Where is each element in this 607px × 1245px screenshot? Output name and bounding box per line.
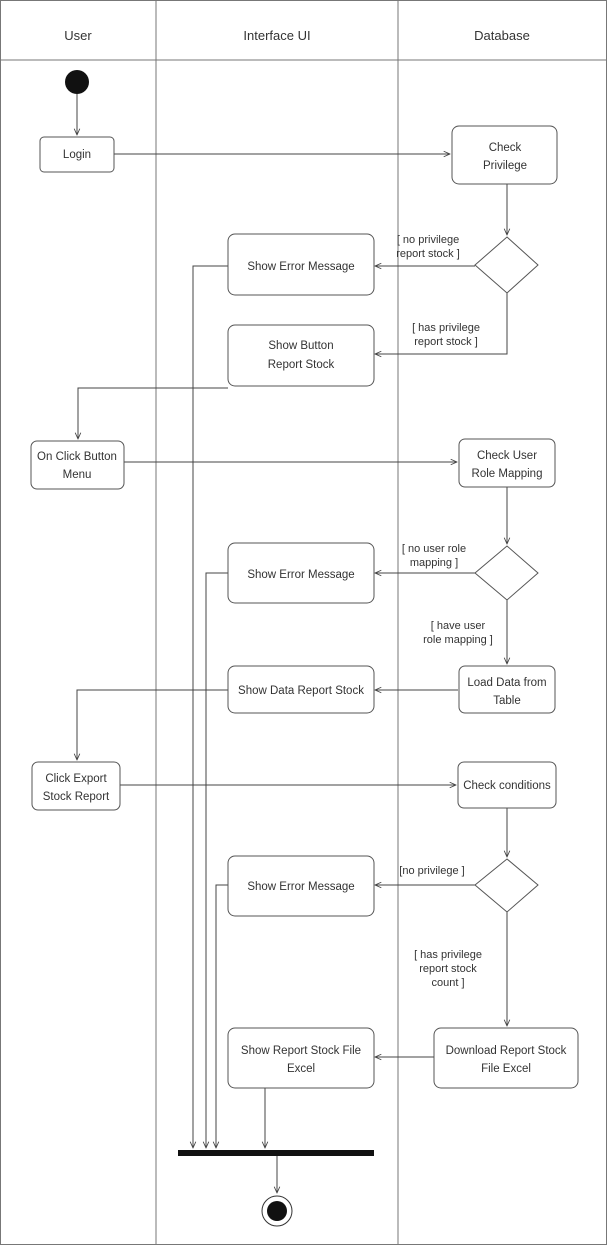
decision-role-mapping: [474, 545, 539, 601]
flow-error1-join: [193, 265, 228, 1148]
node-show-excel: [227, 1027, 375, 1089]
node-login-label: Login: [63, 149, 91, 161]
lane-title-database: Database: [474, 28, 530, 43]
decision-privilege: [474, 236, 539, 294]
node-error-2-label: Show Error Message: [247, 569, 354, 581]
lane-title-interface-ui: Interface UI: [243, 28, 310, 43]
lane-title-user: User: [64, 28, 92, 43]
node-login: [39, 136, 115, 173]
node-load-data: [458, 665, 556, 714]
node-check-privilege: [451, 125, 558, 185]
decision-conditions: [474, 858, 539, 913]
flow-button-on-click: [78, 387, 228, 439]
node-download: [433, 1027, 579, 1089]
guard-no-privilege: [no privilege ]: [399, 865, 464, 877]
start-node: [65, 70, 89, 94]
node-click-export: [31, 761, 121, 811]
node-error-1-label: Show Error Message: [247, 261, 354, 273]
node-show-button: [227, 324, 375, 387]
node-check-conditions-label: Check conditions: [463, 780, 551, 792]
flow-error2-join: [206, 572, 228, 1148]
node-check-role: [458, 438, 556, 488]
node-on-click-menu: [30, 440, 125, 490]
node-error-1: [227, 233, 375, 296]
flow-error3-join: [216, 884, 228, 1148]
decisions: [474, 236, 539, 913]
flow-has-privilege-button: [375, 293, 508, 354]
end-node: [267, 1201, 287, 1221]
node-error-3-label: Show Error Message: [247, 881, 354, 893]
node-show-data-label: Show Data Report Stock: [238, 685, 364, 697]
flow-data-click-export: [77, 689, 228, 760]
join-bar: [178, 1150, 374, 1156]
end-node-ring: [261, 1195, 293, 1227]
node-check-conditions: [457, 761, 557, 809]
node-error-3: [227, 855, 375, 917]
node-show-data: [227, 665, 375, 714]
flows: [77, 94, 507, 1193]
node-error-2: [227, 542, 375, 604]
